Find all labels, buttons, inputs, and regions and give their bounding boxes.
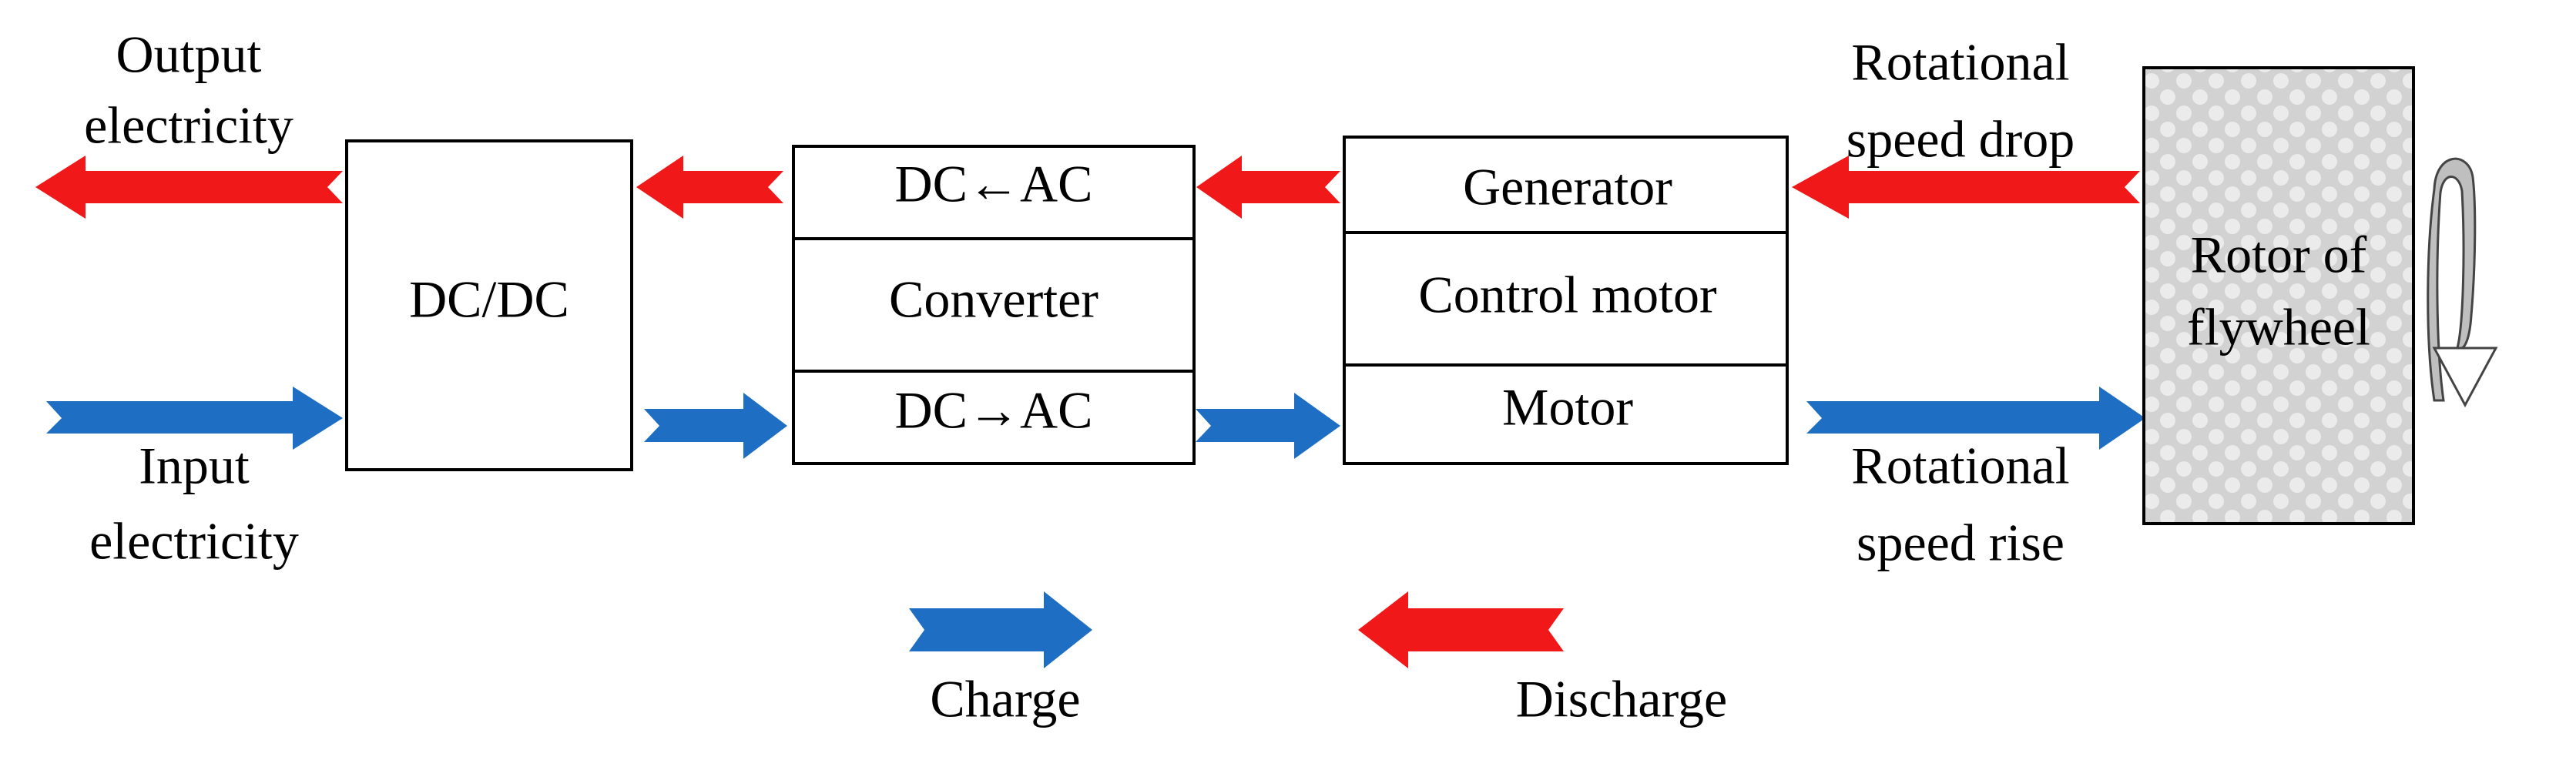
rotor-label-line2: flywheel	[2187, 298, 2370, 357]
dc-ac-top-block	[792, 145, 1196, 240]
rotational-speed-rise-line1: Rotational	[1851, 437, 2069, 495]
output-electricity-line1: Output	[116, 25, 262, 84]
rotation-arrow-icon	[2427, 157, 2498, 408]
input-electricity-line2: electricity	[89, 512, 299, 571]
converter-label: Converter	[889, 270, 1098, 329]
legend-discharge-label: Discharge	[1516, 670, 1727, 728]
converter-discharge-arrow	[636, 156, 783, 219]
generator-label: Generator	[1463, 158, 1672, 216]
motor-label: Motor	[1502, 378, 1633, 437]
control-motor-block	[1343, 231, 1789, 367]
dcdc-block	[345, 139, 633, 471]
converter-charge-arrow	[644, 393, 787, 459]
dc-ac-bottom-block	[792, 370, 1196, 465]
motor-block	[1343, 363, 1789, 465]
rotor-block	[2142, 66, 2415, 525]
input-charge-arrow	[46, 387, 343, 450]
dcdc-label: DC/DC	[409, 270, 569, 329]
motor-charge-arrow	[1196, 393, 1340, 459]
rotational-speed-drop-line1: Rotational	[1851, 33, 2069, 92]
dc-ac-bottom-label: DC→AC	[895, 381, 1093, 440]
generator-discharge-arrow	[1196, 156, 1340, 219]
rotor-discharge-arrow	[1792, 156, 2140, 219]
legend-charge-label: Charge	[930, 670, 1080, 728]
input-electricity-line1: Input	[139, 437, 250, 495]
generator-block	[1343, 136, 1789, 234]
output-electricity-line2: electricity	[84, 96, 293, 155]
rotor-charge-arrow	[1806, 387, 2145, 450]
rotational-speed-rise-line2: speed rise	[1857, 514, 2064, 572]
rotor-label-line1: Rotor of	[2191, 226, 2367, 284]
legend-charge-arrow	[909, 591, 1092, 668]
rotational-speed-drop-line2: speed drop	[1846, 110, 2075, 169]
legend-discharge-arrow	[1358, 591, 1564, 668]
output-discharge-arrow	[35, 156, 343, 219]
converter-block	[792, 237, 1196, 373]
dc-ac-top-label: DC←AC	[895, 155, 1093, 213]
control-motor-label: Control motor	[1418, 266, 1717, 324]
